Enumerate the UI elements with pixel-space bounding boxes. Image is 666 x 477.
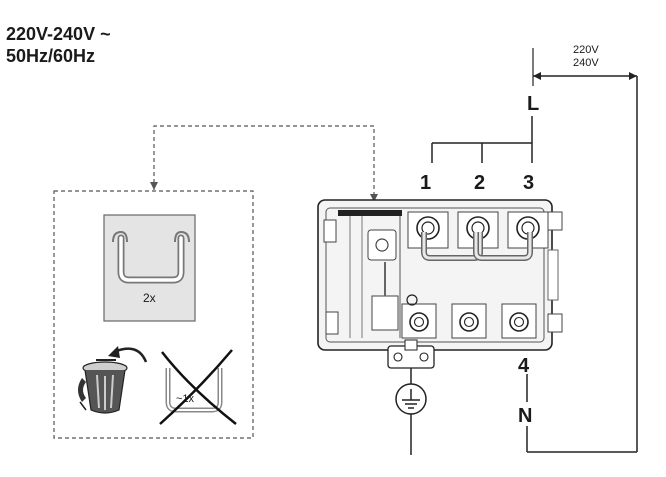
installed-bridge-links [421,232,533,261]
bridge-detail-panel [53,190,254,439]
terminal-screw-neutral-a [451,303,487,339]
live-label: L [527,93,539,115]
neutral-label: N [518,405,532,427]
dimension-arrow-right [629,72,637,80]
terminal-2-label: 2 [474,172,485,194]
frequency-heading: 50Hz/60Hz [6,46,95,66]
bridge-quantity-label: 2x [143,291,156,305]
curved-arrow-icon [108,346,148,363]
trash-bin-icon [78,359,128,414]
dimension-arrow-left [533,72,541,80]
cross-out-icon [159,349,237,425]
voltage-heading: 220V-240V ~ [6,24,111,44]
bridge-link-icon [112,230,190,284]
pointer-arrow-block [370,194,378,202]
earth-terminal-screw [401,294,437,339]
terminal-1-label: 1 [420,172,431,194]
earth-ground-icon [395,383,427,415]
discard-bridge-group: ~1x [159,349,237,425]
terminal-4-label: 4 [518,355,530,377]
earth-clamp [387,339,435,369]
pointer-arrow-panel [150,182,158,190]
supply-voltage-top: 220V [573,44,599,56]
terminal-screw-4 [501,303,537,339]
terminal-3-label: 3 [523,172,534,194]
bridge-link-box: 2x [103,214,196,322]
supply-voltage-bottom: 240V [573,57,599,69]
dashed-pointer-line [153,125,375,200]
terminal-screw-1 [407,211,449,249]
